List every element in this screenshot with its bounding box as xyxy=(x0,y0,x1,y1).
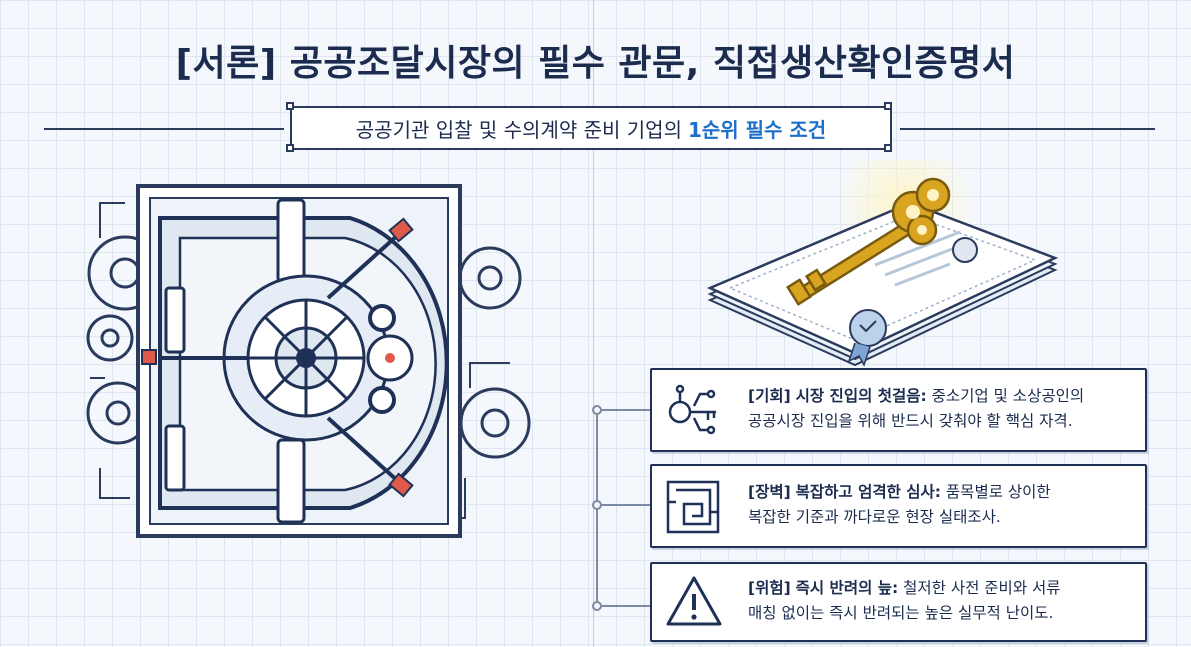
connector-line xyxy=(602,605,650,607)
selection-handle xyxy=(884,144,892,152)
selection-handle xyxy=(286,102,294,110)
card-heading: 복잡하고 엄격한 심사: xyxy=(795,483,941,501)
connector-line xyxy=(602,504,650,506)
card-body-line1: 중소기업 및 소상공인의 xyxy=(931,387,1085,405)
key-on-certificate-icon xyxy=(706,160,1059,367)
card-body-line2: 매칭 없이는 즉시 반려되는 높은 실무적 난이도. xyxy=(748,604,1054,622)
subtitle-text: 공공기관 입찰 및 수의계약 준비 기업의 xyxy=(355,117,682,142)
connector-line xyxy=(602,409,650,411)
page-title: [서론] 공공조달시장의 필수 관문, 직접생산확인증명서 xyxy=(175,43,1016,84)
gear-icon xyxy=(458,246,522,310)
subtitle-rule-left xyxy=(44,128,284,130)
connector-node xyxy=(592,601,602,611)
card-tag: [장벽] xyxy=(748,483,791,501)
card-heading: 시장 진입의 첫걸음: xyxy=(795,387,927,405)
subtitle-rule-right xyxy=(900,128,1155,130)
subtitle-box: 공공기관 입찰 및 수의계약 준비 기업의 1순위 필수 조건 xyxy=(290,106,892,150)
selection-handle xyxy=(884,102,892,110)
vault-icon xyxy=(86,184,531,538)
info-card-barrier: [장벽] 복잡하고 엄격한 심사: 품목별로 상이한 복잡한 기준과 까다로운 … xyxy=(650,464,1147,548)
gear-icon xyxy=(86,314,134,362)
key-circuit-icon xyxy=(668,384,716,435)
selection-handle xyxy=(286,144,294,152)
card-tag: [기회] xyxy=(748,387,791,405)
connector-spine xyxy=(596,410,598,610)
connector-node xyxy=(592,500,602,510)
card-body-line2: 공공시장 진입을 위해 반드시 갖춰야 할 핵심 자격. xyxy=(748,412,1073,430)
card-tag: [위험] xyxy=(748,579,791,597)
card-heading: 즉시 반려의 늪: xyxy=(795,579,899,597)
info-card-risk: [위험] 즉시 반려의 늪: 철저한 사전 준비와 서류 매칭 없이는 즉시 반… xyxy=(650,562,1147,642)
card-body-line1: 품목별로 상이한 xyxy=(945,483,1051,501)
warning-icon xyxy=(666,576,722,626)
center-divider xyxy=(593,0,594,647)
subtitle-highlight: 1순위 필수 조건 xyxy=(687,117,827,142)
connector-node xyxy=(592,405,602,415)
card-body-line2: 복잡한 기준과 까다로운 현장 실태조사. xyxy=(748,508,1001,526)
maze-icon xyxy=(666,480,720,534)
card-body-line1: 철저한 사전 준비와 서류 xyxy=(903,579,1061,597)
gear-icon xyxy=(459,387,531,459)
info-card-opportunity: [기회] 시장 진입의 첫걸음: 중소기업 및 소상공인의 공공시장 진입을 위… xyxy=(650,368,1147,452)
